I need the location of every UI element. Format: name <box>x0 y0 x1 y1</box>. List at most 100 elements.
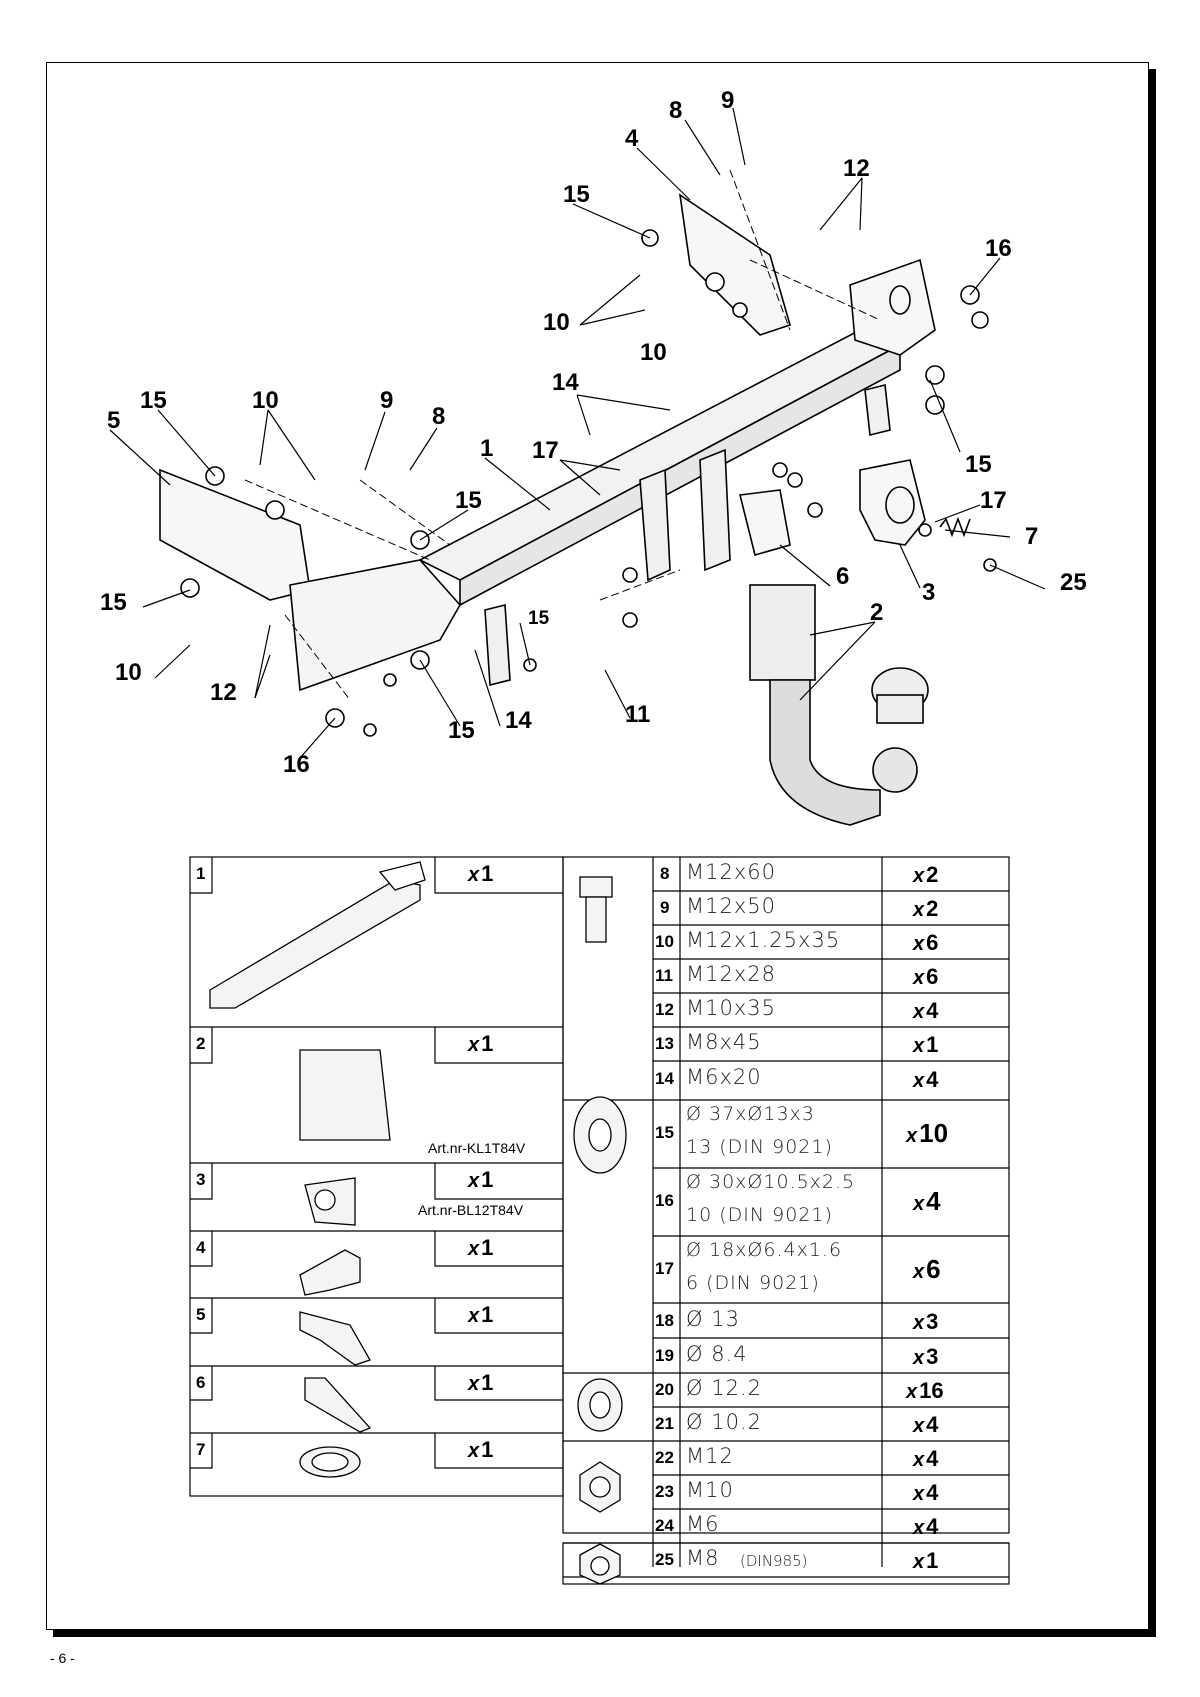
part-19-spec: Ø 8.4 <box>686 1342 748 1366</box>
part-10-number: 10 <box>655 932 674 951</box>
part-21-number: 21 <box>655 1414 674 1433</box>
callout-15-bottom: 15 <box>448 717 475 744</box>
part-6-qty: x1 <box>468 1370 494 1395</box>
part-16-number: 16 <box>655 1191 674 1210</box>
part-2-artnr: Art.nr-KL1T84V <box>428 1140 526 1156</box>
part-7-qty: x1 <box>468 1437 494 1462</box>
part-11-number: 11 <box>655 966 673 985</box>
callout-10-lower-left: 10 <box>115 659 142 686</box>
callout-8-top: 8 <box>669 97 682 124</box>
part-23-qty: x4 <box>913 1480 939 1505</box>
part-14-qty: x4 <box>913 1067 939 1092</box>
part-20-spec: Ø 12.2 <box>686 1376 762 1400</box>
part-13-number: 13 <box>655 1034 674 1053</box>
part-15-qty: x10 <box>906 1118 949 1148</box>
part-12-qty: x4 <box>913 998 939 1023</box>
left-bracket-shape <box>159 468 311 601</box>
callout-8-left: 8 <box>432 403 445 430</box>
part-23-spec: M10 <box>686 1478 734 1502</box>
part-15-spec: Ø 37xØ13x3 <box>686 1103 815 1125</box>
part-4-qty: x1 <box>468 1235 494 1260</box>
part-18-number: 18 <box>655 1311 674 1330</box>
part-25-spec-din: (DIN985) <box>740 1552 808 1570</box>
part-16-spec: Ø 30xØ10.5x2.5 <box>686 1171 856 1193</box>
callout-2: 2 <box>870 599 883 626</box>
callout-5: 5 <box>107 407 120 434</box>
part-20-qty: x16 <box>906 1378 944 1403</box>
part-9-qty: x2 <box>913 896 939 921</box>
callout-15-right: 15 <box>965 451 992 478</box>
part-22-spec: M12 <box>686 1444 734 1468</box>
part-10-qty: x6 <box>913 930 939 955</box>
part-5-qty: x1 <box>468 1302 494 1327</box>
part-13-spec: M8x45 <box>686 1030 762 1054</box>
part-25-number: 25 <box>655 1550 674 1569</box>
callout-16-bottom: 16 <box>283 751 310 778</box>
part-24-spec: M6 <box>686 1512 720 1536</box>
part-1-qty: x1 <box>468 861 494 886</box>
part-25-qty: x1 <box>913 1548 939 1573</box>
callout-10-mid: 10 <box>543 309 570 336</box>
part-16-spec-din: 10 (DIN 9021) <box>686 1204 833 1226</box>
part-22-number: 22 <box>655 1448 674 1467</box>
part-23-number: 23 <box>655 1482 674 1501</box>
callout-6: 6 <box>836 563 849 590</box>
part-11-spec: M12x28 <box>686 962 776 986</box>
part-12-number: 12 <box>655 1000 674 1019</box>
part-11-qty: x6 <box>913 964 939 989</box>
right-flange-shape <box>849 258 936 356</box>
part-17-spec: Ø 18xØ6.4x1.6 <box>686 1239 843 1261</box>
part-6-number: 6 <box>196 1373 206 1392</box>
part-19-number: 19 <box>655 1346 674 1365</box>
callout-15-left: 15 <box>140 387 167 414</box>
part-9-spec: M12x50 <box>686 894 776 918</box>
part-2-number: 2 <box>196 1034 206 1053</box>
exploded-diagram: 9 8 4 12 15 16 10 10 14 15 10 9 5 8 1 17… <box>100 87 1087 826</box>
part-8-spec: M12x60 <box>686 860 776 884</box>
part-10-spec: M12x1.25x35 <box>686 928 841 952</box>
part-3-number: 3 <box>196 1170 206 1189</box>
callout-15-center: 15 <box>455 487 482 514</box>
part-24-qty: x4 <box>913 1514 939 1539</box>
towball-neck-shape <box>769 679 881 826</box>
bracket-4-shape <box>678 193 791 336</box>
part-12-spec: M10x35 <box>686 996 776 1020</box>
callout-1: 1 <box>480 435 493 462</box>
part-18-spec: Ø 13 <box>686 1307 740 1331</box>
callout-9-top: 9 <box>721 87 734 114</box>
part-2-qty: x1 <box>468 1031 494 1056</box>
callout-9-left: 9 <box>380 387 393 414</box>
callout-15-lower-left: 15 <box>100 589 127 616</box>
part-19-qty: x3 <box>913 1344 939 1369</box>
callout-7: 7 <box>1025 523 1038 550</box>
callout-17-mid: 17 <box>532 437 559 464</box>
part-5-number: 5 <box>196 1305 206 1324</box>
part-25-spec: M8 <box>686 1546 720 1570</box>
part-1-number: 1 <box>196 864 206 883</box>
part-3-qty: x1 <box>468 1167 494 1192</box>
part-13-qty: x1 <box>913 1032 939 1057</box>
part-9-number: 9 <box>660 898 670 917</box>
part-4-number: 4 <box>196 1238 206 1257</box>
callout-3: 3 <box>922 579 935 606</box>
part-14-number: 14 <box>655 1069 674 1088</box>
part-17-spec-din: 6 (DIN 9021) <box>686 1272 820 1294</box>
callout-25: 25 <box>1060 569 1087 596</box>
part-8-qty: x2 <box>913 862 939 887</box>
callout-11: 11 <box>625 701 650 728</box>
callout-10-left: 10 <box>252 387 279 414</box>
callout-12-lower: 12 <box>210 679 237 706</box>
callout-16-top: 16 <box>985 235 1012 262</box>
part-21-spec: Ø 10.2 <box>686 1410 762 1434</box>
callout-14-upper: 14 <box>552 369 579 396</box>
callout-12-top: 12 <box>843 155 870 182</box>
part-14-spec: M6x20 <box>686 1065 762 1089</box>
part-17-qty: x6 <box>913 1254 941 1284</box>
callout-15-small: 15 <box>528 608 550 629</box>
part-21-qty: x4 <box>913 1412 939 1437</box>
part-16-qty: x4 <box>913 1186 941 1216</box>
callout-4: 4 <box>625 125 639 152</box>
part-20-number: 20 <box>655 1380 674 1399</box>
part-22-qty: x4 <box>913 1446 939 1471</box>
part-15-number: 15 <box>655 1123 674 1142</box>
